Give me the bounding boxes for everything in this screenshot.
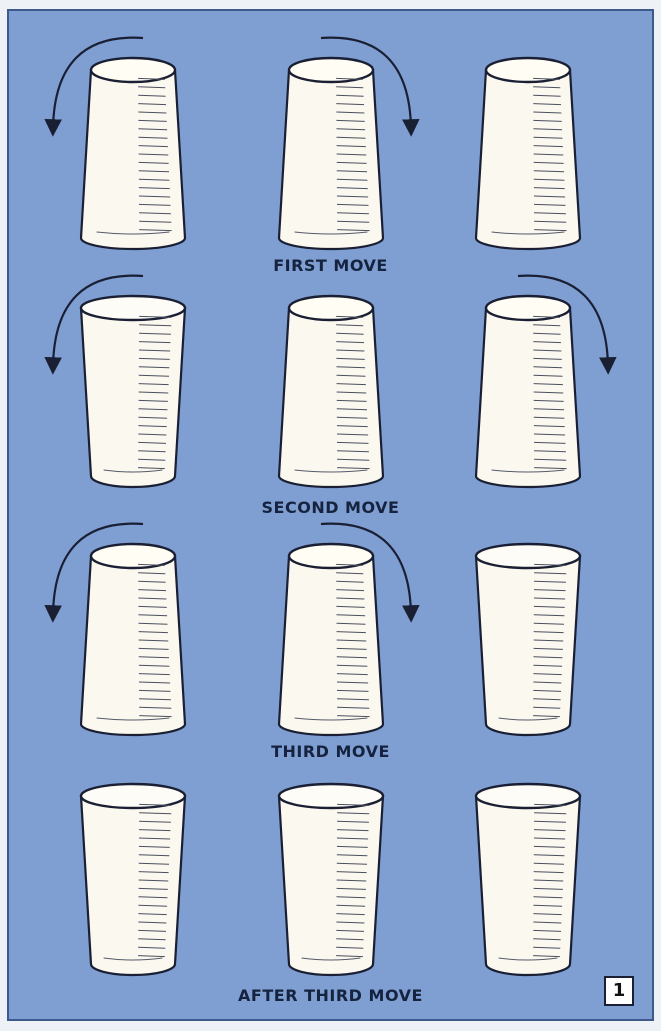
cup-base: [289, 58, 373, 82]
figure-number-badge: 1: [604, 976, 634, 1006]
cup-base: [486, 296, 570, 320]
step-caption-1: FIRST MOVE: [0, 256, 661, 275]
cup-rim: [81, 296, 185, 320]
cup-4-2: [279, 784, 383, 975]
cup-rim: [476, 784, 580, 808]
step-caption-4: AFTER THIRD MOVE: [0, 986, 661, 1005]
cup-rim: [279, 784, 383, 808]
cup-4-1: [81, 784, 185, 975]
cup-base: [91, 58, 175, 82]
cup-1-3: [476, 58, 580, 249]
step-caption-2: SECOND MOVE: [0, 498, 661, 517]
cup-4-3: [476, 784, 580, 975]
cup-body: [476, 556, 580, 735]
cup-base: [91, 544, 175, 568]
cup-body: [476, 796, 580, 975]
cup-body: [81, 796, 185, 975]
step-caption-3: THIRD MOVE: [0, 742, 661, 761]
cup-3-3: [476, 544, 580, 735]
cup-base: [289, 296, 373, 320]
cup-body: [279, 796, 383, 975]
cup-base: [289, 544, 373, 568]
cup-base: [486, 58, 570, 82]
cup-body: [81, 308, 185, 487]
cup-rim: [81, 784, 185, 808]
cup-2-2: [279, 296, 383, 487]
cup-rim: [476, 544, 580, 568]
